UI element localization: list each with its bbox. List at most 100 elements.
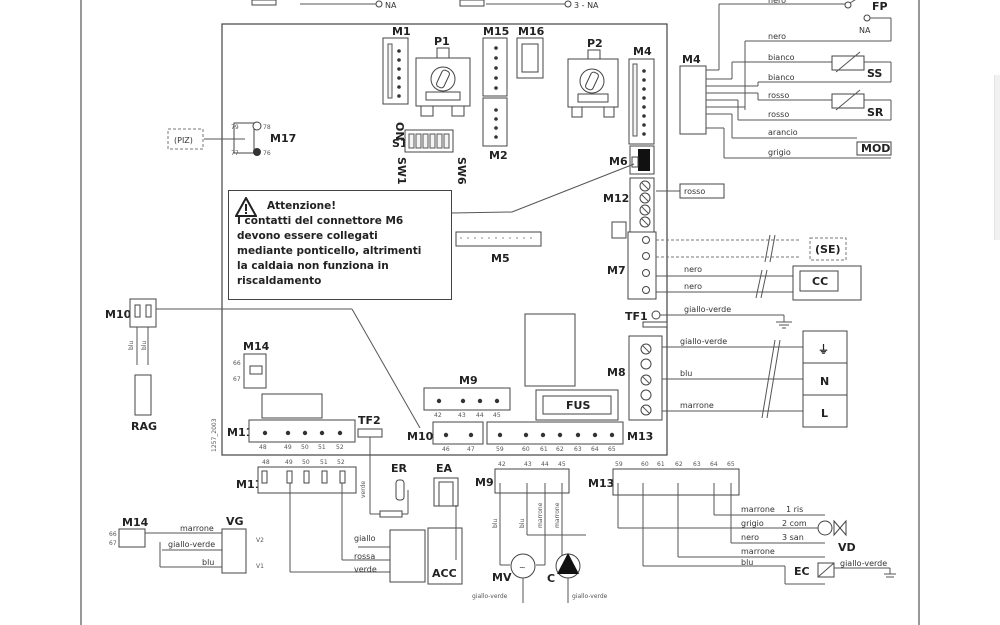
diagram-label: marrone [180,524,214,533]
m4-external: M4 FP NA nero nero bianco SS bianco ross… [679,0,892,159]
diagram-label: 60 [522,446,530,453]
diagram-label: blu [492,519,499,528]
connector-m14-board: M14 66 67 [233,340,270,389]
diagram-label: blu [741,558,753,567]
diagram-label: M10 [105,308,132,321]
diagram-label: EC [794,565,810,578]
warning-line: riscaldamento [237,275,322,287]
diagram-label: 66 [233,360,241,367]
diagram-label: M10 [407,430,434,443]
diagram-label: M4 [682,53,701,66]
diagram-label: giallo-verde [840,559,887,568]
diagram-label: 65 [727,461,735,468]
m9-external: 42 43 44 45 M9 blu blu marrone marrone ~… [472,461,608,603]
diagram-label: 1257_2003 [211,418,218,452]
diagram-label: giallo [354,534,376,543]
potentiometer-p2[interactable]: P2 [567,37,619,118]
diagram-label: giallo-verde [680,337,727,346]
mains-supply: giallo-verde blu marrone ⏚ N L [662,330,848,428]
diagram-label: giallo-verde [572,593,608,600]
diagram-label: M14 [243,340,270,353]
diagram-label: marrone [680,401,714,410]
diagram-label: blu [519,519,526,528]
m10-external: M10 blu blu RAG [105,298,421,433]
diagram-label: giallo-verde [472,593,508,600]
diagram-label: V2 [256,537,264,544]
diagram-label: M8 [607,366,626,379]
potentiometer-p1[interactable]: P1 [415,35,471,117]
diagram-label: 66 [109,531,117,538]
diagram-label: P1 [434,35,450,48]
diagram-label: grigio [768,148,791,157]
m12-external: rosso [656,183,725,199]
diagram-label: blu [680,369,692,378]
connector-m6: M6 [609,145,655,175]
diagram-label: M2 [489,149,508,162]
diagram-label: NA [859,26,871,35]
diagram-label: 63 [574,446,582,453]
diagram-label: P2 [587,37,603,50]
diagram-label: marrone [537,502,544,528]
diagram-label: blu [202,558,214,567]
ground-symbol: ⏚ [818,343,829,356]
connector-m15: M15 [482,25,509,97]
connector-m9-board: M9 42 43 44 45 [423,374,511,419]
diagram-label: M11 [236,478,262,491]
diagram-label: rosso [768,91,789,100]
diagram-label: 43 [458,412,466,419]
diagram-label: 52 [336,444,344,451]
diagram-label: ER [391,462,408,475]
diagram-label: MOD [861,142,890,155]
terminal-tf2: TF2 [357,414,383,438]
connector-m10-board: M10 46 47 [407,421,484,453]
scrollbar[interactable] [994,75,1000,240]
diagram-label: blu [128,341,135,350]
diagram-label: M6 [609,155,628,168]
diagram-label: EA [436,462,453,475]
dip-switch-s1[interactable]: ON S1 SW1 SW6 [392,122,468,185]
diagram-label: ACC [432,567,457,580]
diagram-label: 64 [591,446,599,453]
diagram-label: CC [812,275,828,288]
connector-m7: M7 [607,231,657,300]
diagram-label: FUS [566,399,590,412]
warning-line: mediante ponticello, altrimenti [237,245,422,257]
diagram-label: 1 ris [786,505,803,514]
diagram-label: TF2 [358,414,381,427]
warning-line: la caldaia non funziona in [237,260,389,272]
diagram-label: 45 [558,461,566,468]
diagram-label: M15 [483,25,509,38]
diagram-label: 65 [608,446,616,453]
diagram-label: M1 [392,25,411,38]
diagram-label: M12 [603,192,629,205]
diagram-label: FP [872,0,888,13]
diagram-label: M9 [475,476,494,489]
diagram-label: 45 [493,412,501,419]
connector-m5: M5 [455,231,542,265]
diagram-label: 3 san [782,533,804,542]
diagram-label: SR [867,106,884,119]
fan-symbol: ~ [519,563,526,572]
diagram-label: S1 [392,137,408,150]
m11-external: 48 49 50 51 52 M11 verde ER giallo rossa… [236,437,463,585]
diagram-label: 61 [540,446,548,453]
diagram-label: TF1 [625,310,648,323]
warning-line: I contatti del connettore M6 [237,215,404,227]
diagram-label: bianco [768,53,795,62]
diagram-label: 61 [657,461,665,468]
diagram-label: 63 [693,461,701,468]
m13-external: 59 60 61 62 63 64 65 M13 marrone 1 ris g… [588,461,896,585]
diagram-label: SS [867,67,882,80]
tf1-ground: giallo-verde [660,305,792,329]
diagram-label: 2 com [782,519,807,528]
diagram-label: grigio [741,519,764,528]
diagram-label: marrone [554,502,561,528]
diagram-label: verde [360,481,367,498]
diagram-label: V1 [256,563,264,570]
diagram-label: 62 [556,446,564,453]
diagram-label: 67 [109,540,117,547]
diagram-label: M17 [270,132,296,145]
diagram-label: rosso [684,187,705,196]
diagram-label: 44 [541,461,549,468]
